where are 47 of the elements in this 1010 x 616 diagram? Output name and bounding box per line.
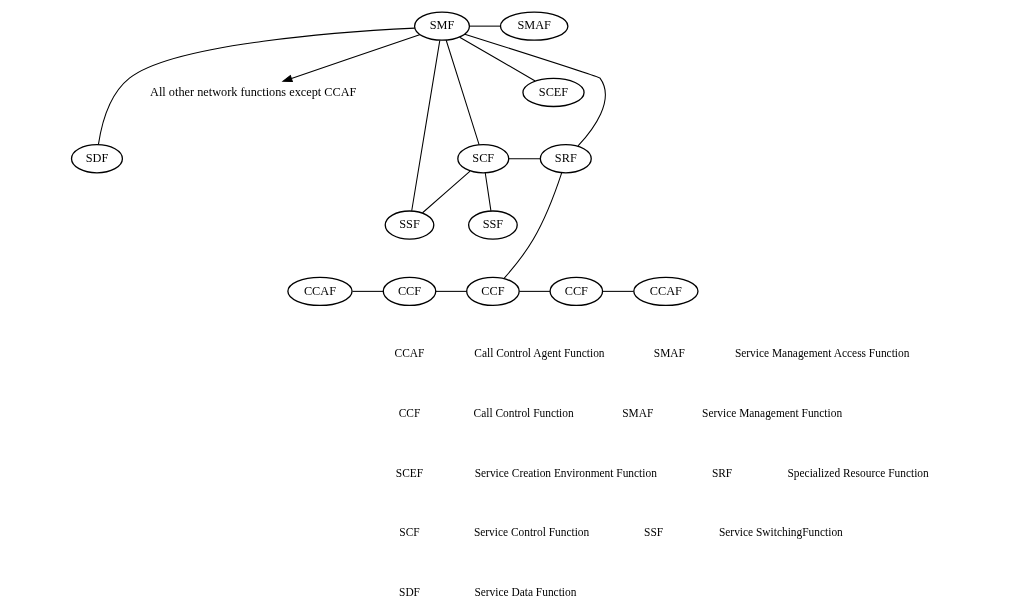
connector: [602, 290, 634, 292]
node-ellipse: SRF: [539, 144, 592, 174]
node-ellipse: SSF: [384, 210, 435, 240]
label: SSF: [644, 526, 664, 539]
connector: [459, 36, 536, 82]
connector: [422, 170, 471, 214]
label: Call Control Agent Function: [474, 347, 605, 360]
label: Call Control Function: [473, 407, 574, 420]
label: Service Creation Environment Function: [474, 466, 657, 479]
arrow: [281, 34, 421, 82]
connector: [508, 158, 541, 160]
label: Specialized Resource Function: [787, 466, 929, 479]
label: SMAF: [622, 407, 654, 420]
label: Service Control Function: [473, 526, 590, 539]
node-ellipse: CCF: [549, 276, 604, 307]
node-ellipse: SCEF: [522, 77, 585, 108]
node-ellipse: CCAF: [633, 276, 699, 307]
connector: [503, 172, 563, 279]
connector: [351, 290, 384, 292]
label: Service Data Function: [474, 586, 577, 599]
connector: [464, 33, 606, 147]
node-ellipse: SMAF: [499, 11, 569, 41]
label: SRF: [711, 466, 733, 479]
connector: [97, 27, 416, 145]
connector: [445, 39, 480, 146]
connector: [484, 172, 492, 212]
connector: [468, 25, 502, 27]
node-ellipse: SDF: [70, 144, 124, 174]
node-ellipse: SSF: [468, 210, 518, 240]
node-ellipse: CCF: [466, 276, 520, 307]
label: Service Management Access Function: [734, 347, 910, 360]
connector: [518, 290, 551, 292]
connector: [435, 290, 468, 292]
label: SCF: [399, 526, 420, 539]
label: CCAF: [394, 347, 425, 360]
node-text: All other network functions except CCAF: [150, 84, 357, 99]
node-ellipse: SMF: [413, 11, 471, 41]
label: Service Management Function: [702, 407, 843, 420]
label: SMAF: [653, 347, 685, 360]
node-ellipse: SCF: [457, 144, 510, 174]
node-ellipse: CCF: [382, 276, 437, 307]
label: SCEF: [395, 466, 424, 479]
node-ellipse: CCAF: [287, 276, 353, 307]
label: CCF: [398, 407, 421, 420]
label: SDF: [399, 586, 420, 599]
connector: [411, 40, 441, 212]
label: Service SwitchingFunction: [718, 526, 843, 539]
